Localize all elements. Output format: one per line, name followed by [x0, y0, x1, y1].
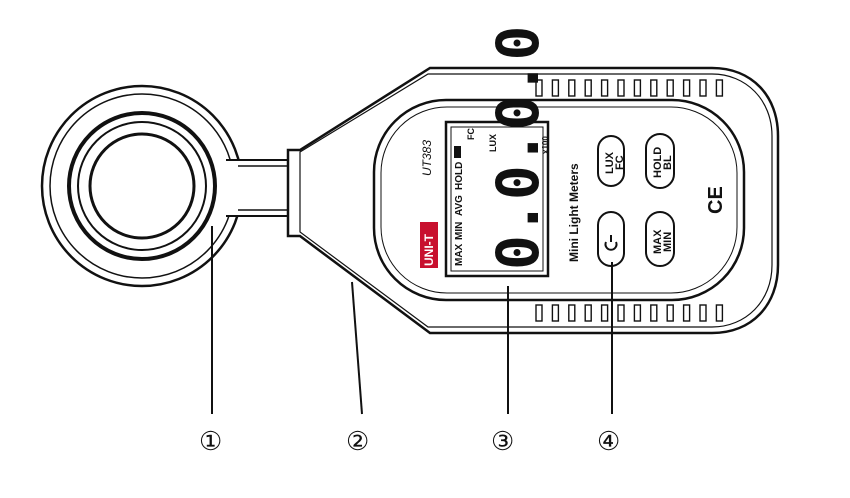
power-icon	[604, 235, 618, 251]
series-label: Mini Light Meters	[567, 163, 581, 262]
grip-slot	[600, 79, 609, 97]
max-min-button[interactable]: MAX MIN	[645, 211, 675, 267]
lcd-unit-lux: LUX	[488, 134, 498, 152]
svg-text:HOLD: HOLD	[652, 147, 664, 178]
grip-slots-bottom	[535, 304, 724, 322]
lcd-display: 0.0.0.0 MAX MIN AVG HOLD FC LUX x100	[444, 26, 552, 278]
grip-slot	[666, 79, 674, 97]
battery-icon	[454, 146, 461, 158]
ce-mark: CE	[705, 186, 727, 214]
grip-slots-top	[535, 79, 724, 97]
grip-slot	[551, 304, 560, 322]
lcd-indicator-hold: HOLD	[454, 162, 465, 190]
grip-slot	[617, 79, 625, 97]
lcd-multiplier: x100	[541, 136, 550, 154]
grip-slot	[535, 304, 543, 322]
grip-slot	[535, 79, 543, 97]
lcd-indicator-avg: AVG	[454, 195, 465, 216]
svg-text:BL: BL	[662, 155, 674, 170]
brand-logo: UNI-T	[420, 222, 438, 268]
callout-1: ①	[199, 427, 222, 457]
grip-slot	[682, 79, 691, 97]
grip-slot	[699, 304, 707, 322]
grip-slot	[551, 79, 560, 97]
lcd-indicator-max: MAX	[454, 243, 465, 266]
grip-slot	[568, 304, 576, 322]
lux-fc-button[interactable]: LUX FC	[597, 135, 626, 187]
grip-slot	[682, 304, 691, 322]
callout-3: ③	[491, 427, 514, 457]
grip-slot	[650, 79, 658, 97]
grip-slot	[568, 79, 576, 97]
grip-slot	[584, 304, 592, 322]
lcd-digits: 0.0.0.0	[484, 26, 552, 270]
grip-slot	[600, 304, 609, 322]
sensor-neck	[226, 159, 289, 217]
hold-bl-button[interactable]: HOLD BL	[645, 133, 675, 189]
grip-slot	[650, 304, 658, 322]
grip-slot	[633, 304, 642, 322]
grip-slot	[666, 304, 674, 322]
callout-lines	[211, 226, 613, 415]
grip-slot	[715, 79, 724, 97]
grip-slot	[584, 79, 592, 97]
grip-slot	[699, 79, 707, 97]
grip-slot	[715, 304, 724, 322]
model-number: UT383	[420, 140, 434, 176]
callout-2: ②	[346, 427, 369, 457]
svg-text:MAX: MAX	[652, 229, 664, 254]
svg-text:LUX: LUX	[604, 151, 616, 174]
grip-slot	[617, 304, 625, 322]
grip-slot	[633, 79, 642, 97]
lcd-unit-fc: FC	[466, 128, 476, 140]
power-button[interactable]	[597, 211, 625, 267]
svg-text:MIN: MIN	[662, 232, 674, 252]
light-sensor	[40, 84, 244, 288]
svg-text:FC: FC	[614, 155, 626, 170]
lcd-indicator-min: MIN	[454, 222, 465, 240]
callout-4: ④	[597, 427, 620, 457]
svg-text:UNI-T: UNI-T	[422, 233, 436, 266]
